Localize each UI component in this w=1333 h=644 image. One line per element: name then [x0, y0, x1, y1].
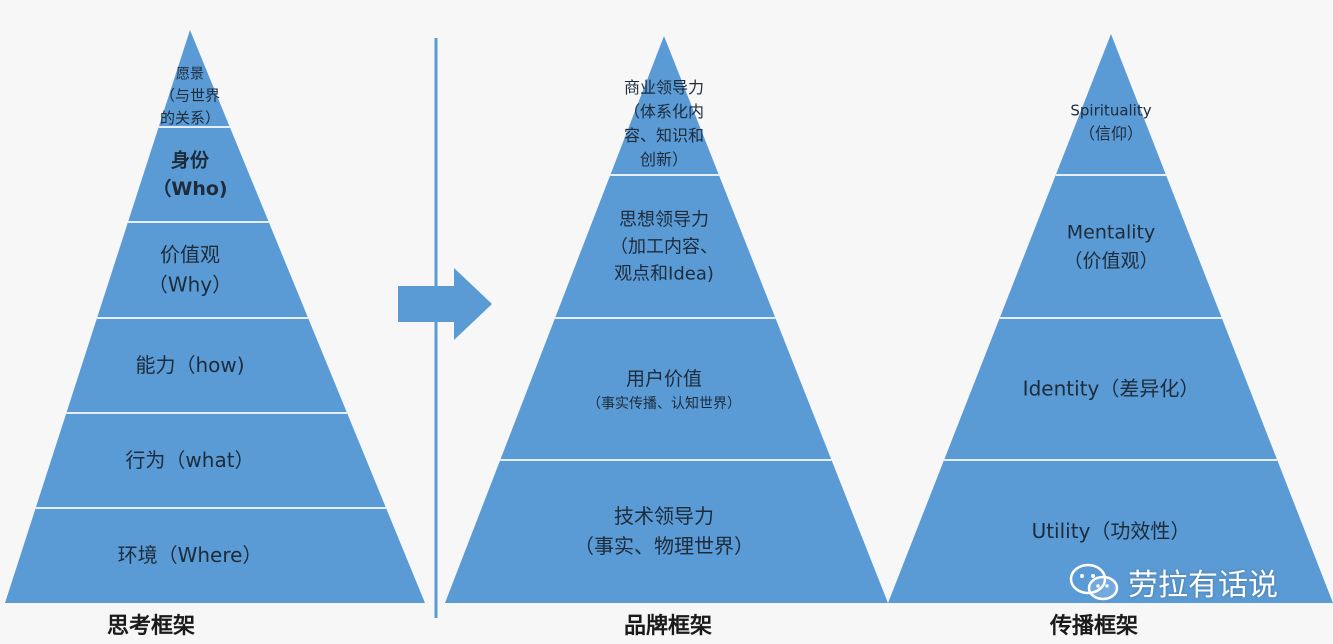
level-label-line: Mentality — [1067, 222, 1155, 244]
level-label-line: Utility（功效性） — [1032, 519, 1191, 543]
pyramid-shape — [5, 30, 425, 603]
level-label-line: （Why） — [148, 273, 232, 297]
level-label-line: （Who) — [152, 177, 227, 200]
caption-communication-framework: 传播框架 — [1050, 614, 1139, 639]
right-arrow-shape — [398, 268, 492, 340]
level-label-line: 用户价值 — [626, 368, 702, 390]
level-label-line: （事实传播、认知世界） — [587, 395, 741, 412]
level-label: Mentality （价值观） — [1063, 222, 1158, 272]
level-label: 商业领导力 （体系化内容、知识和创新） — [624, 78, 704, 169]
level-label: 技术领导力 （事实、物理世界） — [574, 504, 754, 558]
level-label: 能力（how) — [135, 353, 244, 377]
level-label: 身份 （Who) — [152, 149, 227, 201]
caption-brand-framework: 品牌框架 — [624, 614, 713, 639]
level-label-line: 商业领导力 — [624, 78, 704, 97]
level-label-line: （与世界 — [160, 87, 220, 105]
level-label-line: 思想领导力 — [619, 209, 709, 230]
pyramid-brand: 商业领导力 （体系化内容、知识和创新） 思想领导力 （加工内容、观点和Idea) 用户价… — [445, 36, 888, 603]
level-label: 价值观 （Why） — [148, 243, 232, 297]
level-label: 环境（Where） — [118, 543, 263, 567]
level-label-line: （信仰） — [1079, 124, 1143, 143]
level-label: 用户价值 （事实传播、认知世界） — [587, 368, 741, 412]
level-label-line: 技术领导力 — [614, 504, 714, 528]
pyramid-communication: Spirituality （信仰） Mentality （价值观） Identity（差… — [888, 34, 1333, 603]
level-label: 愿景 （与世界的关系） — [160, 67, 220, 128]
level-label-line: 观点和Idea) — [614, 263, 714, 284]
level-label: Identity（差异化） — [1023, 377, 1200, 401]
watermark: 劳拉有话说 — [1068, 562, 1278, 603]
level-label: 思想领导力 （加工内容、观点和Idea) — [610, 209, 718, 284]
level-label: Utility（功效性） — [1032, 519, 1191, 543]
level-label-line: （事实、物理世界） — [574, 534, 754, 558]
pyramid-shape — [445, 36, 888, 603]
level-label: Spirituality （信仰） — [1070, 101, 1151, 143]
level-label-line: 身份 — [171, 149, 210, 172]
level-label-line: 行为（what） — [125, 448, 254, 472]
level-label-line: 的关系） — [160, 109, 220, 127]
pyramid-thinking: 愿景 （与世界的关系） 身份 （Who) 价值观 （Why） 能力（how) 行为（what）… — [5, 30, 425, 603]
level-label-line: （体系化内 — [624, 102, 704, 121]
level-label-line: （价值观） — [1063, 250, 1158, 272]
level-label-line: Identity（差异化） — [1023, 377, 1200, 401]
level-label: 行为（what） — [125, 448, 254, 472]
level-label-line: 能力（how) — [135, 353, 244, 377]
level-label-line: 创新） — [640, 150, 688, 169]
level-label-line: Spirituality — [1070, 101, 1151, 119]
level-label-line: 价值观 — [160, 243, 220, 267]
caption-thinking-framework: 思考框架 — [107, 614, 196, 639]
level-label-line: 环境（Where） — [118, 543, 263, 567]
level-label-line: （加工内容、 — [610, 236, 718, 257]
wechat-icon — [1069, 563, 1119, 601]
level-label-line: 愿景 — [176, 67, 204, 83]
level-label-line: 容、知识和 — [624, 126, 704, 145]
watermark-text: 劳拉有话说 — [1128, 568, 1278, 603]
